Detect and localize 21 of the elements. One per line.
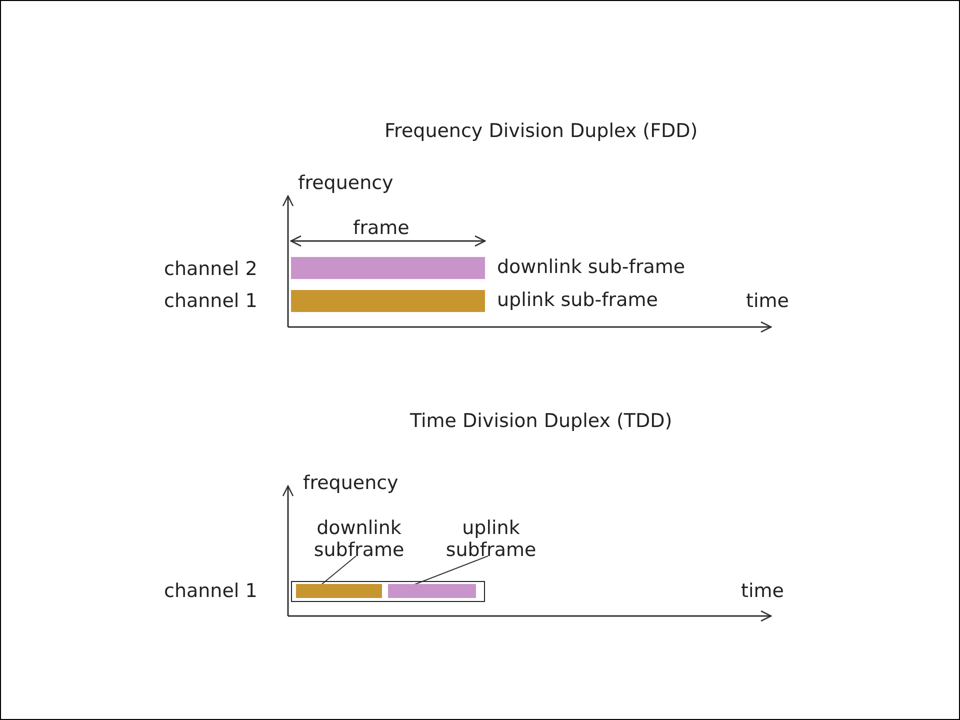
axis-label: time bbox=[741, 580, 784, 602]
bar-caption: uplink sub-frame bbox=[497, 289, 658, 311]
bar-caption: downlink sub-frame bbox=[497, 256, 686, 278]
callout-text: uplink subframe bbox=[426, 517, 556, 561]
bar bbox=[296, 584, 382, 598]
bar bbox=[291, 257, 485, 279]
leader-line bbox=[414, 556, 488, 585]
row-label: channel 2 bbox=[164, 258, 258, 280]
leader-line bbox=[321, 556, 356, 585]
row-label: channel 1 bbox=[164, 580, 258, 602]
dimension-label: frame bbox=[353, 217, 410, 239]
axis-label: time bbox=[746, 290, 789, 312]
axis-label: frequency bbox=[303, 472, 398, 494]
bar bbox=[388, 584, 476, 598]
axis-label: frequency bbox=[298, 172, 394, 194]
heading: Frequency Division Duplex (FDD) bbox=[384, 120, 698, 142]
frame-box bbox=[291, 581, 485, 602]
row-label: channel 1 bbox=[164, 290, 258, 312]
bar bbox=[291, 290, 485, 312]
callout-text: downlink subframe bbox=[294, 517, 424, 561]
heading: Time Division Duplex (TDD) bbox=[410, 410, 672, 432]
